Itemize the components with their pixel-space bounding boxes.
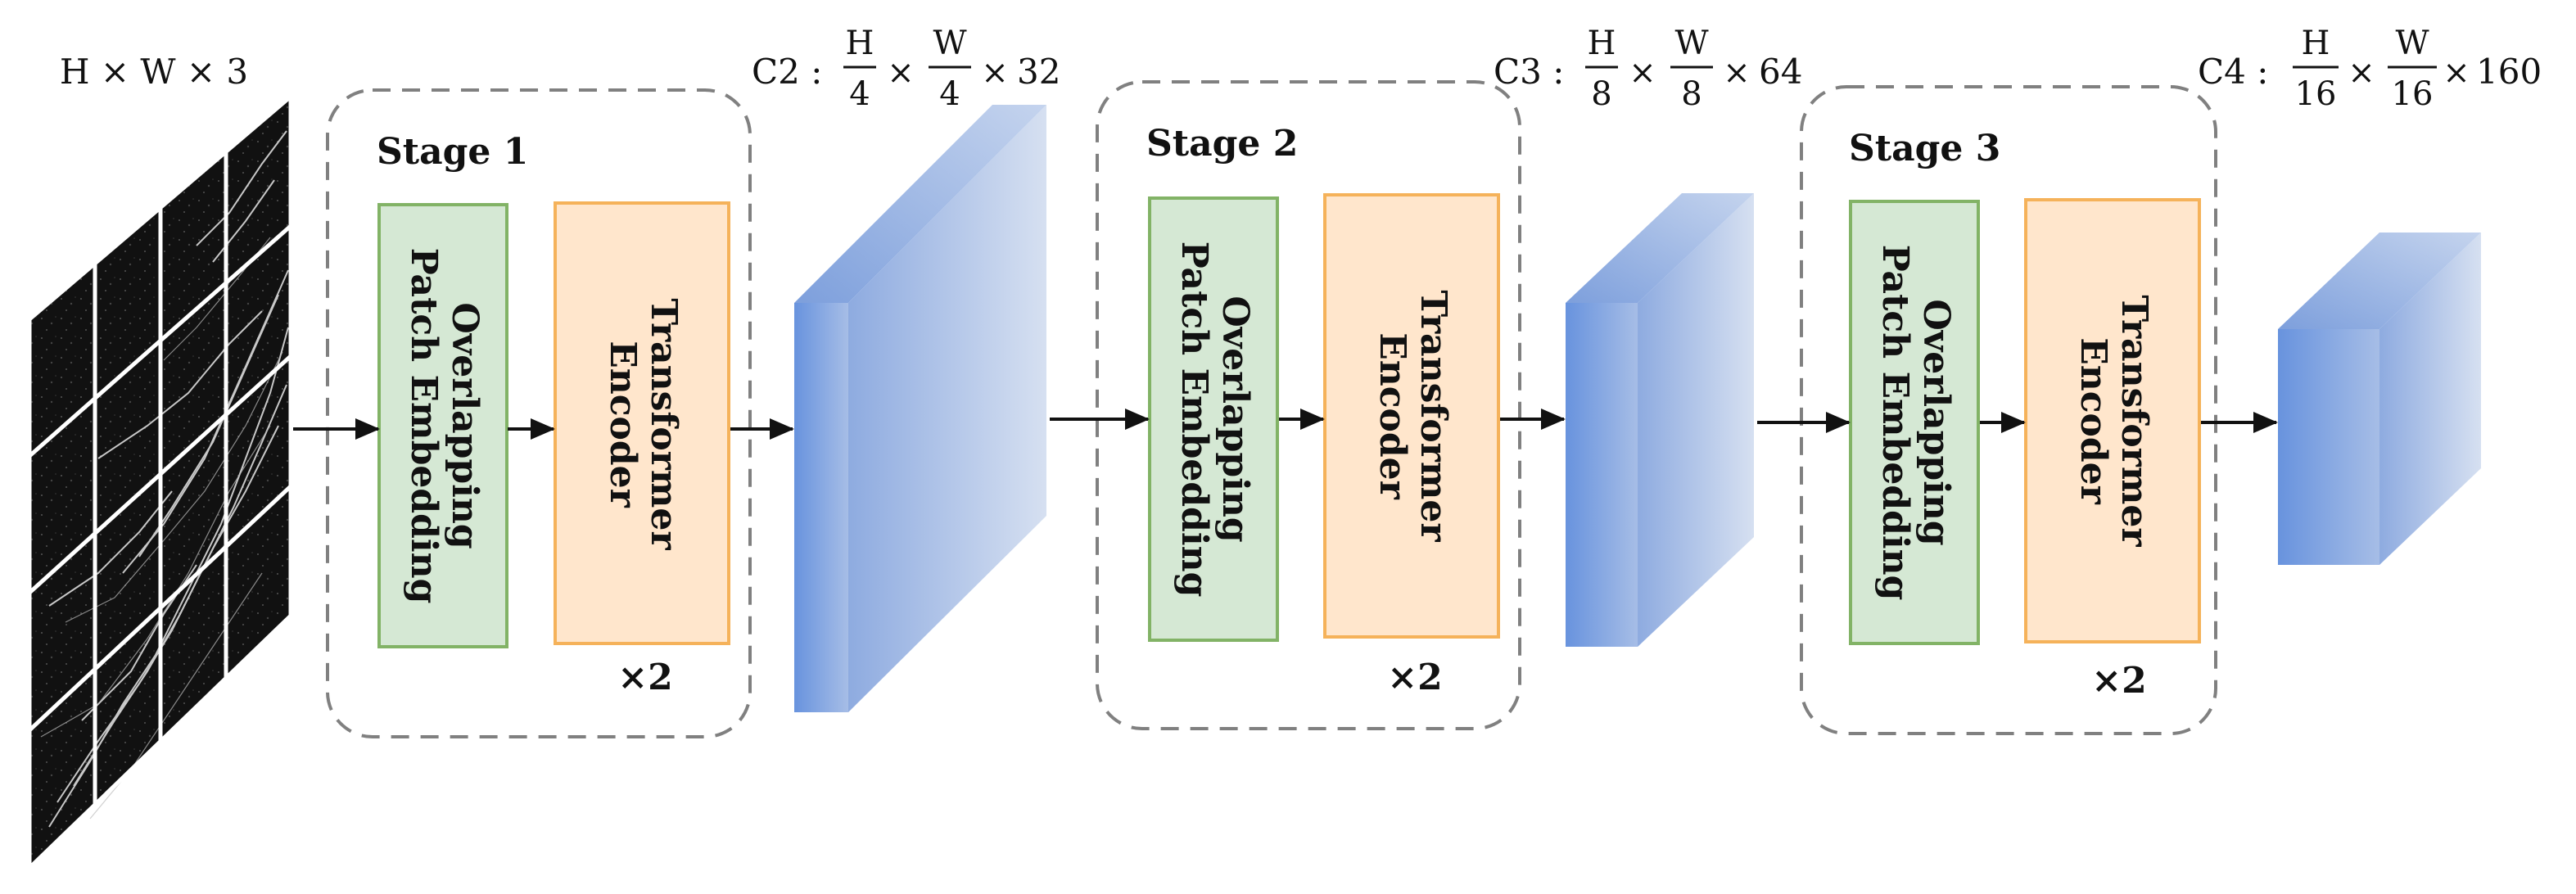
stage-1-embedding-block <box>377 203 508 648</box>
c4-w-den: 16 <box>2392 75 2434 113</box>
c2-channels: 32 <box>1017 52 1060 92</box>
stage-3-encoder-block <box>2024 198 2201 643</box>
stage-2-embed-line2: Patch Embedding <box>1173 242 1215 598</box>
stage-3-box <box>1800 85 2217 735</box>
c2-name: C2 : <box>752 52 822 92</box>
stage-3-repeat: ×2 <box>2091 660 2146 702</box>
stage-1-title: Stage 1 <box>377 131 528 173</box>
stage-2-embedding-label: Overlapping Patch Embedding <box>1173 242 1256 598</box>
stage-3-title: Stage 3 <box>1849 128 2000 169</box>
c4-channels: 160 <box>2476 52 2542 92</box>
stage-3-enc-line1: Transformer <box>2113 295 2155 547</box>
stage-2-enc-line1: Transformer <box>1412 290 1454 542</box>
stage-1-embed-line1: Overlapping <box>444 302 486 549</box>
stage-2-box <box>1096 80 1521 730</box>
stage-3-encoder-label: Transformer Encoder <box>2072 295 2155 547</box>
c2-h-num: H <box>846 25 874 62</box>
c3-times-1: × <box>1629 54 1656 92</box>
stage-3-embed-line2: Patch Embedding <box>1874 245 1916 601</box>
c4-times-1: × <box>2348 54 2375 92</box>
stage-1-enc-line2: Encoder <box>602 341 644 508</box>
c3-w-num: W <box>1674 25 1708 62</box>
feature-map-c2 <box>794 105 1046 712</box>
c2-h-den: 4 <box>849 75 870 113</box>
output-label-c4: C4 : H 16 × W 16 × 160 <box>2198 25 2542 113</box>
c4-name: C4 : <box>2198 52 2268 92</box>
stage-1-encoder-label: Transformer Encoder <box>602 298 685 550</box>
c3-channels: 64 <box>1759 52 1802 92</box>
stage-2-repeat: ×2 <box>1387 657 1442 698</box>
stage-3-enc-line2: Encoder <box>2072 337 2114 504</box>
feature-map-c3 <box>1566 193 1754 647</box>
stage-3-embedding-label: Overlapping Patch Embedding <box>1874 245 1957 601</box>
stage-3-embed-line1: Overlapping <box>1915 299 1957 545</box>
stage-2-encoder-label: Transformer Encoder <box>1372 290 1454 542</box>
c4-h-num: H <box>2302 25 2330 62</box>
c2-w-den: 4 <box>939 75 960 113</box>
stage-1-embed-line2: Patch Embedding <box>403 248 445 604</box>
stage-1-repeat: ×2 <box>617 657 672 698</box>
c3-name: C3 : <box>1494 52 1564 92</box>
c4-w-num: W <box>2395 25 2429 62</box>
stage-2-enc-line2: Encoder <box>1372 332 1413 499</box>
c2-w-num: W <box>933 25 966 62</box>
c2-times-2: × <box>981 54 1009 92</box>
c3-times-2: × <box>1723 54 1751 92</box>
c2-times-1: × <box>887 54 915 92</box>
output-label-c2: C2 : H 4 × W 4 × 32 <box>752 25 1060 113</box>
stage-2-embedding-block <box>1148 196 1279 642</box>
input-label: H × W × 3 <box>60 52 248 92</box>
c4-times-2: × <box>2443 54 2470 92</box>
stage-1-enc-line1: Transformer <box>643 298 685 550</box>
feature-map-c4 <box>2278 233 2481 565</box>
stage-2-embed-line1: Overlapping <box>1214 296 1256 542</box>
stage-2-encoder-block <box>1323 193 1500 639</box>
stage-1-encoder-block <box>554 201 730 645</box>
output-label-c3: C3 : H 8 × W 8 × 64 <box>1494 25 1802 113</box>
input-image <box>27 95 293 869</box>
c3-w-den: 8 <box>1681 75 1702 113</box>
c4-h-den: 16 <box>2295 75 2337 113</box>
stage-2-title: Stage 2 <box>1146 123 1298 165</box>
stage-1-embedding-label: Overlapping Patch Embedding <box>403 248 486 604</box>
stage-3-embedding-block <box>1849 200 1980 645</box>
stage-1-box <box>326 88 752 738</box>
c3-h-den: 8 <box>1591 75 1611 113</box>
c3-h-num: H <box>1588 25 1616 62</box>
